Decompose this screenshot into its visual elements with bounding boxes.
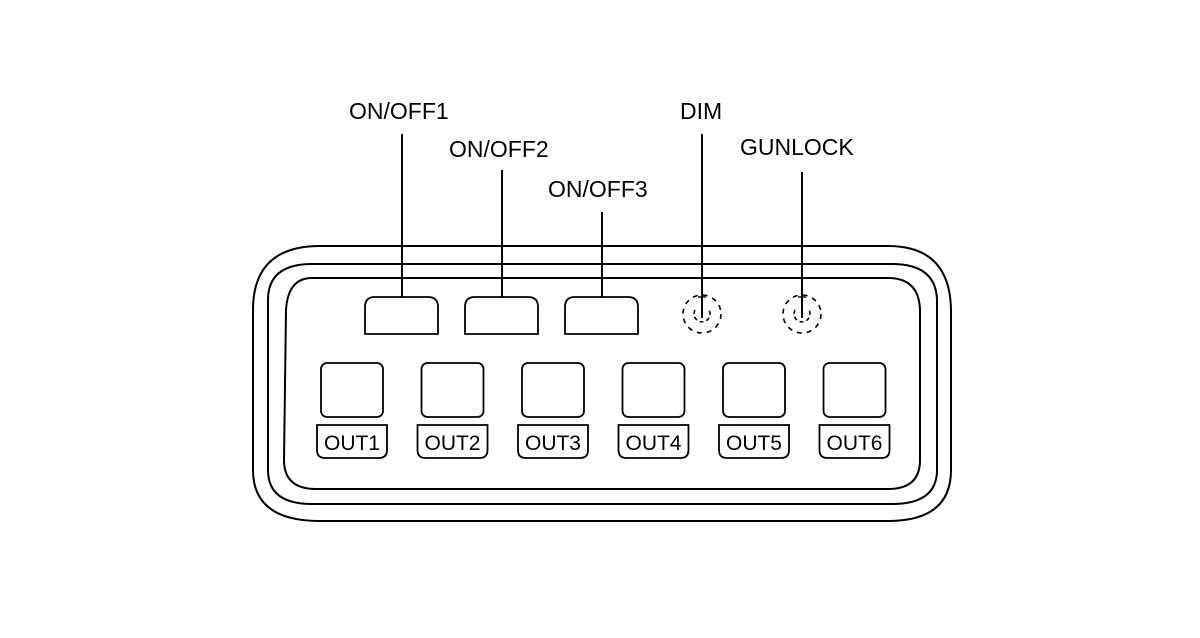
label-onoff1: ON/OFF1 xyxy=(349,98,449,124)
housing-inner xyxy=(282,277,921,490)
out5-button[interactable] xyxy=(722,362,786,418)
out1-label-tab xyxy=(316,424,388,459)
out5-label-tab xyxy=(718,424,790,459)
output-buttons: OUT1 OUT2 OUT3 OUT4 OUT5 OUT6 xyxy=(316,362,891,459)
out1-label: OUT1 xyxy=(324,432,380,455)
out3-button[interactable] xyxy=(521,362,585,418)
out6-button[interactable] xyxy=(822,362,887,418)
dim-knob[interactable] xyxy=(682,294,722,334)
out2-button[interactable] xyxy=(420,362,485,418)
out4-label: OUT4 xyxy=(625,432,681,455)
onoff3-switch[interactable] xyxy=(564,296,639,335)
onoff1-switch[interactable] xyxy=(364,296,439,335)
onoff2-switch[interactable] xyxy=(464,296,539,335)
out2-label-tab xyxy=(416,424,489,459)
out3-label-tab xyxy=(517,424,589,459)
out1-button[interactable] xyxy=(320,362,384,418)
out6-label-tab xyxy=(818,424,891,459)
label-onoff2: ON/OFF2 xyxy=(449,136,549,162)
label-onoff3: ON/OFF3 xyxy=(548,176,648,202)
housing-middle xyxy=(267,263,938,505)
out5-label: OUT5 xyxy=(726,432,782,455)
out2-label: OUT2 xyxy=(424,432,480,455)
housing-outer xyxy=(252,245,952,522)
label-dim: DIM xyxy=(680,98,722,124)
out3-label: OUT3 xyxy=(525,432,581,455)
out4-label-tab xyxy=(617,424,690,459)
label-gunlock: GUNLOCK xyxy=(740,134,854,160)
out6-label: OUT6 xyxy=(826,432,882,455)
out4-button[interactable] xyxy=(621,362,686,418)
gunlock-knob[interactable] xyxy=(782,294,822,334)
